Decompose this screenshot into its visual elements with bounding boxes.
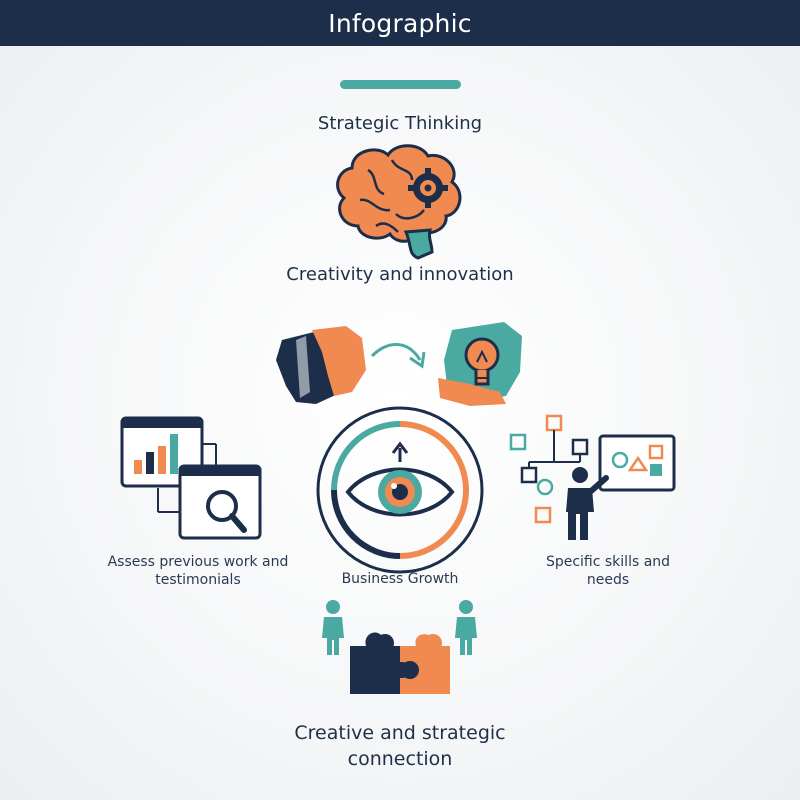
puzzle-icon — [350, 632, 450, 694]
flowchart-icon — [509, 414, 589, 524]
brain-gear-icon — [336, 144, 462, 260]
arrow-icon — [370, 343, 426, 369]
business-growth-label: Business Growth — [341, 571, 459, 587]
bar-chart-window-icon — [120, 416, 204, 488]
skills-label: Specific skills and needs — [545, 554, 671, 588]
strategic-thinking-label: Strategic Thinking — [317, 113, 483, 134]
presenter-icon — [566, 434, 676, 540]
creativity-label: Creativity and innovation — [286, 264, 514, 285]
magnifier-window-icon — [178, 464, 262, 540]
header-bar: Infographic — [0, 0, 800, 46]
accent-bar — [340, 80, 461, 89]
eye-icon — [316, 406, 484, 574]
assess-label: Assess previous work and testimonials — [107, 554, 289, 588]
paint-swatch-icon — [276, 326, 366, 404]
people-icon — [322, 600, 477, 655]
page-title: Infographic — [328, 8, 472, 38]
lightbulb-icon — [438, 322, 522, 406]
connection-label: Creative and strategic connection — [294, 722, 506, 770]
